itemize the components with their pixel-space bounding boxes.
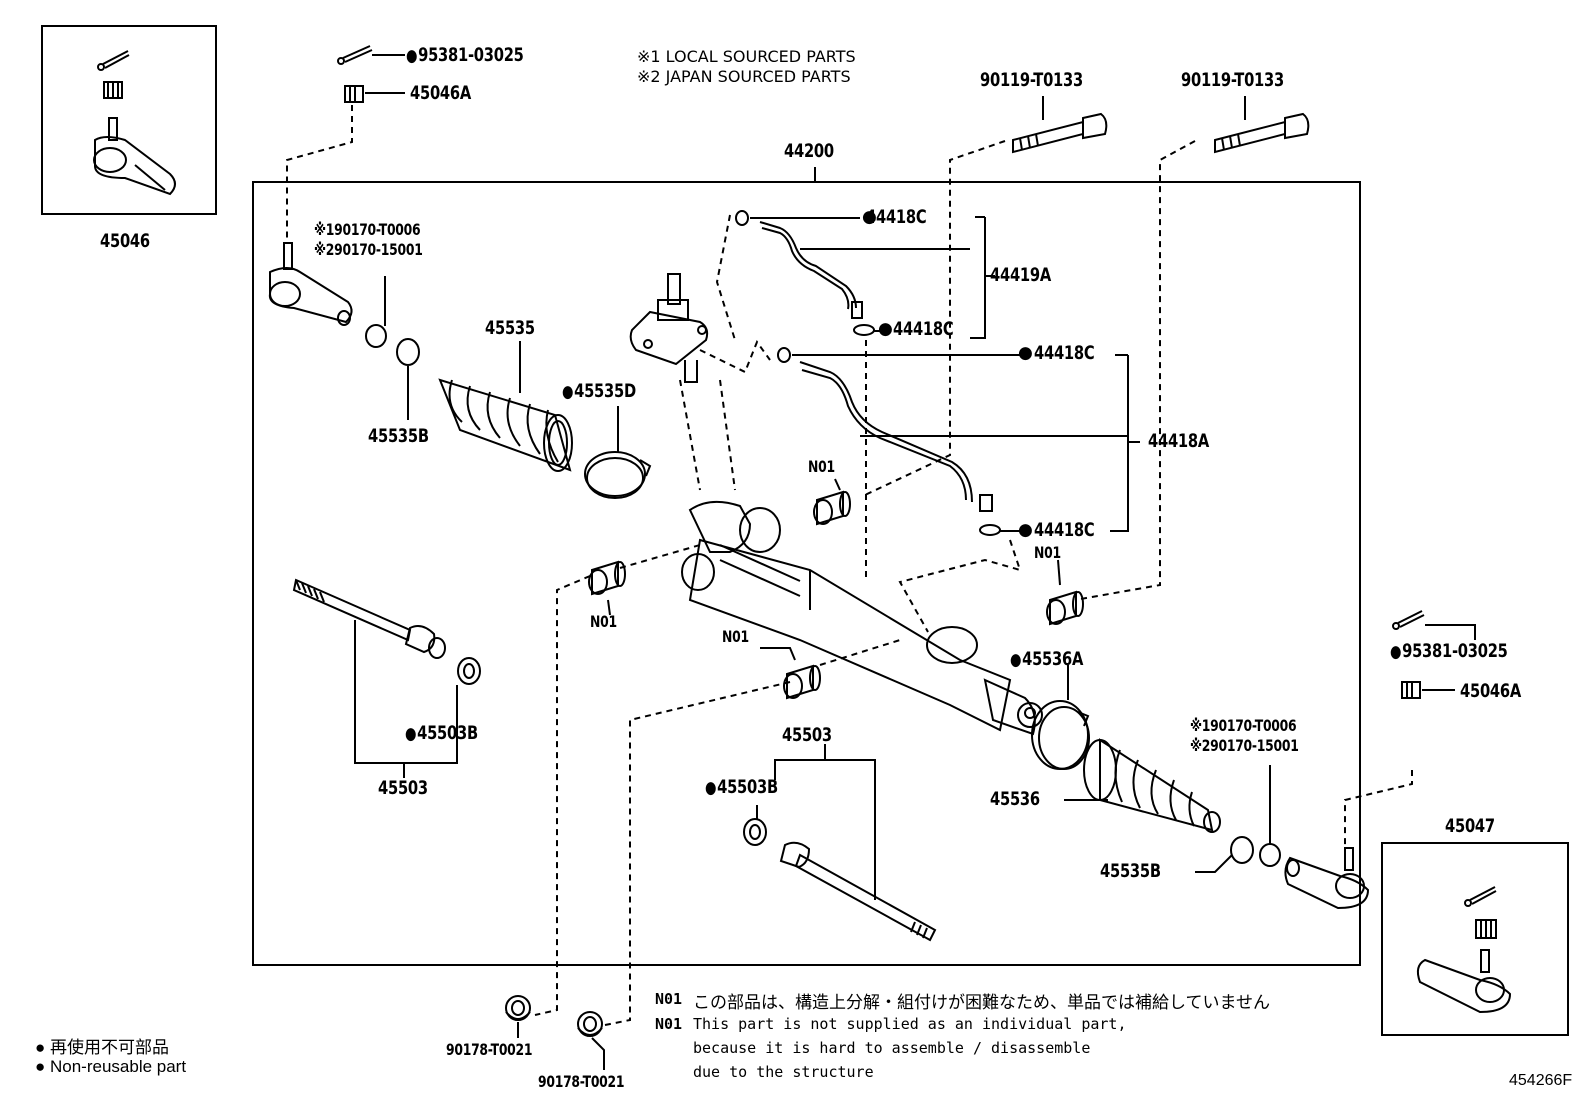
non-reusable-dot-icon: ● bbox=[862, 207, 877, 227]
lock-nut-icon bbox=[1260, 844, 1280, 866]
bushing-icon bbox=[784, 666, 820, 698]
part-label-45046a: 45046A bbox=[1460, 680, 1521, 702]
cotter-pin-icon bbox=[98, 51, 129, 70]
part-label-90119-t0133: 90119-T0133 bbox=[1181, 69, 1284, 91]
part-label-90178-t0021: 90178-T0021 bbox=[538, 1072, 625, 1091]
part-label-45503: 45503 bbox=[782, 724, 832, 746]
non-reusable-dot-icon: ● bbox=[878, 319, 893, 339]
footnote-line-2: because it is hard to assemble / disasse… bbox=[693, 1039, 1091, 1057]
pressure-pipe-44418a-icon bbox=[778, 348, 1000, 535]
part-label-44418c: 44418C bbox=[866, 206, 927, 228]
clamp-45536a-icon bbox=[1032, 701, 1089, 769]
part-label-n01: N01 bbox=[722, 627, 749, 646]
tie-rod-end-45047-box bbox=[1382, 843, 1568, 1035]
bushing-icon bbox=[1047, 592, 1083, 624]
tie-rod-45503-icon bbox=[744, 819, 935, 940]
valve-housing-icon bbox=[631, 274, 707, 382]
part-label-95381-03025: 95381-03025 bbox=[1390, 640, 1508, 662]
part-label-290170-15001: ※290170-15001 bbox=[314, 240, 423, 259]
boot-45535-icon bbox=[440, 380, 572, 471]
cotter-pin-icon bbox=[1393, 611, 1424, 629]
clamp-45535d-icon bbox=[585, 452, 650, 498]
legend-non-reusable-jp: ● 再使用不可部品 bbox=[35, 1038, 169, 1057]
part-label-44200: 44200 bbox=[784, 140, 834, 162]
note-local-sourced: ※1 LOCAL SOURCED PARTS bbox=[637, 47, 856, 66]
footnote-line-3: due to the structure bbox=[693, 1063, 874, 1081]
figure-id: 454266F bbox=[1509, 1072, 1573, 1089]
legend-non-reusable-en: ● Non-reusable part bbox=[35, 1057, 187, 1076]
cotter-pin-icon bbox=[1465, 887, 1496, 906]
tie-rod-45503-icon bbox=[294, 580, 480, 684]
footnote-line-1: This part is not supplied as an individu… bbox=[693, 1015, 1127, 1033]
part-label-45503b: 45503B bbox=[705, 776, 778, 798]
part-label-90119-t0133: 90119-T0133 bbox=[980, 69, 1083, 91]
bushing-icon bbox=[814, 492, 850, 524]
footnote-text-jp: この部品は、構造上分解・組付けが困難なため、単品では補給していません bbox=[693, 993, 1270, 1013]
part-label-44418c: 44418C bbox=[1034, 342, 1095, 364]
part-label-45536a: 45536A bbox=[1010, 648, 1083, 670]
part-label-45535b: 45535B bbox=[368, 425, 429, 447]
castle-nut-icon bbox=[1476, 920, 1496, 938]
flange-nut-icon bbox=[578, 1012, 602, 1036]
part-label-n01: N01 bbox=[590, 612, 617, 631]
bushing-icon bbox=[589, 562, 625, 594]
part-label-45503b: 45503B bbox=[405, 722, 478, 744]
bolt-90119-icon bbox=[1013, 114, 1106, 152]
part-label-95381-03025: 95381-03025 bbox=[406, 44, 524, 66]
tie-rod-end-icon bbox=[94, 118, 175, 194]
cotter-pin-icon bbox=[338, 46, 372, 64]
clamp-icon bbox=[397, 339, 419, 365]
part-label-190170-t0006: ※190170-T0006 bbox=[314, 220, 421, 239]
bolt-90119-icon bbox=[1215, 114, 1308, 152]
rack-housing-icon bbox=[682, 502, 1042, 734]
flange-nut-icon bbox=[506, 996, 530, 1020]
part-label-45046: 45046 bbox=[100, 230, 150, 252]
non-reusable-dot-icon: ● bbox=[1018, 343, 1033, 363]
lock-nut-icon bbox=[366, 325, 386, 347]
part-label-45046a: 45046A bbox=[410, 82, 471, 104]
castle-nut-icon bbox=[1402, 682, 1420, 698]
footnote-code-jp: N01 bbox=[655, 990, 683, 1008]
part-label-45535: 45535 bbox=[485, 317, 535, 339]
part-label-n01: N01 bbox=[808, 457, 835, 476]
part-label-44418c: 44418C bbox=[893, 318, 954, 340]
part-label-190170-t0006: ※190170-T0006 bbox=[1190, 716, 1297, 735]
part-label-44419a: 44419A bbox=[990, 264, 1051, 286]
tie-rod-end-icon bbox=[270, 243, 352, 325]
castle-nut-icon bbox=[345, 86, 363, 102]
assembly-44200-box bbox=[253, 182, 1360, 965]
part-label-45536: 45536 bbox=[990, 788, 1040, 810]
note-japan-sourced: ※2 JAPAN SOURCED PARTS bbox=[637, 67, 851, 86]
part-label-44418a: 44418A bbox=[1148, 430, 1209, 452]
non-reusable-dot-icon: ● bbox=[1018, 520, 1033, 540]
tie-rod-end-icon bbox=[1418, 950, 1510, 1012]
tie-rod-end-45046-box bbox=[42, 26, 216, 214]
footnote-code-en: N01 bbox=[655, 1015, 683, 1033]
castle-nut-icon bbox=[104, 82, 122, 98]
clamp-icon bbox=[1231, 837, 1253, 863]
part-label-45503: 45503 bbox=[378, 777, 428, 799]
part-label-44418c: 44418C bbox=[1034, 519, 1095, 541]
part-label-45535b: 45535B bbox=[1100, 860, 1161, 882]
pressure-pipe-44419a-icon bbox=[736, 211, 874, 335]
part-label-45535d: 45535D bbox=[562, 380, 636, 402]
part-label-n01: N01 bbox=[1034, 543, 1061, 562]
part-label-90178-t0021: 90178-T0021 bbox=[446, 1040, 533, 1059]
part-label-290170-15001: ※290170-15001 bbox=[1190, 736, 1299, 755]
tie-rod-end-icon bbox=[1285, 848, 1368, 908]
part-label-45047: 45047 bbox=[1445, 815, 1495, 837]
